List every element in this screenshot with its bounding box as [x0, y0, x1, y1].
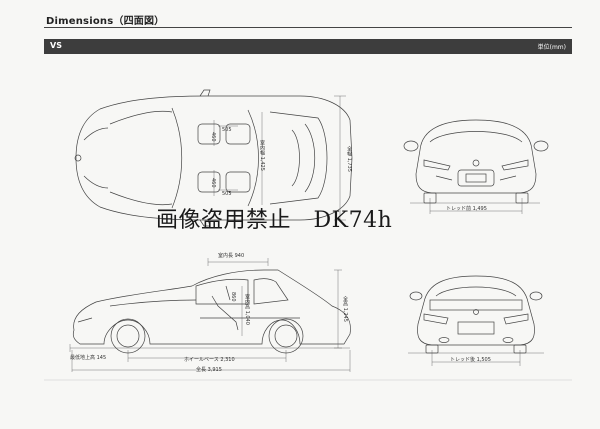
dim-860-label: 860 — [230, 292, 236, 302]
top-view-car — [74, 89, 353, 227]
side-view-dimension-lines — [69, 258, 351, 372]
section-label: VS — [50, 41, 62, 50]
overall-width-label: 全幅 1,735 — [346, 146, 352, 172]
interior-height-label: 室内高 1,040 — [244, 294, 250, 325]
front-view-dimension-lines — [410, 198, 540, 214]
rear-view-dimension-lines — [408, 350, 544, 366]
wheelbase-label: ホイールベース 2,310 — [184, 357, 235, 363]
side-view-car — [72, 269, 351, 354]
dim-505-top: 505 — [222, 127, 232, 133]
unit-label: 単位(mm) — [537, 44, 566, 51]
interior-length-label: 室内長 940 — [218, 253, 245, 259]
dim-460-top: 460 — [210, 132, 216, 142]
ground-clearance-label: 最低地上高 145 — [70, 355, 107, 361]
rear-view-car — [409, 275, 543, 354]
tread-front-label: トレッド前 1,495 — [446, 206, 487, 212]
dim-460-bottom: 460 — [210, 178, 216, 188]
section-band: VS 単位(mm) — [44, 39, 572, 54]
tread-rear-label: トレッド後 1,505 — [450, 357, 491, 363]
front-view-car — [403, 119, 549, 204]
title-underline — [44, 27, 572, 28]
overall-length-label: 全長 3,915 — [196, 367, 222, 373]
page-title: Dimensions（四面図） — [46, 16, 165, 27]
interior-width-label: 室内幅 1,425 — [259, 140, 265, 171]
dim-505-bottom: 505 — [222, 191, 232, 197]
watermark-text: 画像盗用禁止 DK74h — [156, 208, 393, 233]
overall-height-label: 全高 1,245 — [342, 296, 348, 322]
top-view-dimension-lines — [213, 95, 346, 221]
